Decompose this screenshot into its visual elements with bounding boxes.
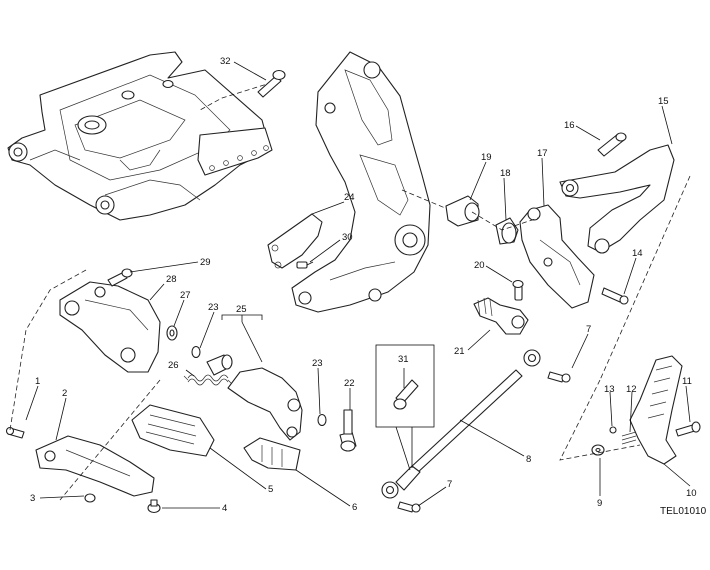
frame-subframe xyxy=(7,51,273,221)
screw-31 xyxy=(393,379,419,410)
footpeg-bracket-28 xyxy=(59,281,161,373)
callout-7-upper: 7 xyxy=(586,324,591,335)
callout-24: 24 xyxy=(344,192,355,203)
callout-18: 18 xyxy=(500,168,511,179)
ball-13 xyxy=(609,426,617,434)
callout-6: 6 xyxy=(352,502,357,513)
callout-2: 2 xyxy=(62,388,67,399)
right-assembly-axis xyxy=(559,175,691,461)
callout-25: 25 xyxy=(236,304,247,315)
callout-12: 12 xyxy=(626,384,637,395)
callout-26: 26 xyxy=(168,360,179,371)
callout-19: 19 xyxy=(481,152,492,163)
bolt-16 xyxy=(597,132,627,157)
washer-27 xyxy=(166,325,178,341)
washer-23-left xyxy=(191,345,201,359)
screw-20 xyxy=(512,279,524,301)
screw-3 xyxy=(84,493,96,503)
passenger-peg-10 xyxy=(629,355,683,465)
bracket-17-axis xyxy=(471,211,539,231)
callout-5: 5 xyxy=(268,484,273,495)
frame-bolt-axis xyxy=(199,79,281,111)
callout-labels: 1 2 3 4 5 6 7 7 8 9 10 11 12 13 14 15 16… xyxy=(30,56,697,514)
bushing-18 xyxy=(495,217,519,245)
callout-8: 8 xyxy=(526,454,531,465)
callout-17: 17 xyxy=(537,148,548,159)
screw-7-lower xyxy=(397,501,421,513)
callout-16: 16 xyxy=(564,120,575,131)
callout-30: 30 xyxy=(342,232,353,243)
main-bracket xyxy=(291,51,431,313)
callout-31: 31 xyxy=(398,354,409,365)
heel-guard-24 xyxy=(267,213,323,269)
detail-box-31-leaders xyxy=(395,426,413,471)
callout-1: 1 xyxy=(35,376,40,387)
left-lower-axis xyxy=(59,379,161,501)
passenger-bracket-15 xyxy=(559,144,675,254)
callout-22: 22 xyxy=(344,378,355,389)
callout-3: 3 xyxy=(30,493,35,504)
rod-8 xyxy=(381,349,541,499)
bolt-32 xyxy=(257,69,286,98)
callout-7-lower: 7 xyxy=(447,479,452,490)
spring-12 xyxy=(621,431,637,445)
pedal-arm-25 xyxy=(227,367,303,441)
bracket-17 xyxy=(519,204,595,309)
callout-4: 4 xyxy=(222,503,227,514)
callout-32: 32 xyxy=(220,56,231,67)
callout-29: 29 xyxy=(200,257,211,268)
left-assembly-axis xyxy=(9,269,87,431)
spring-26 xyxy=(183,374,233,386)
washer-23-right xyxy=(317,413,327,427)
pin-1 xyxy=(5,426,25,439)
callout-28: 28 xyxy=(166,274,177,285)
bracket-axis xyxy=(401,189,451,211)
footpeg-2 xyxy=(35,435,155,497)
rubber-6 xyxy=(243,437,301,471)
callout-21: 21 xyxy=(454,346,465,357)
callout-14: 14 xyxy=(632,248,643,259)
screw-7-upper xyxy=(547,371,571,383)
drawing-reference-code: TEL01010 xyxy=(660,506,707,517)
bushing-19 xyxy=(445,195,480,227)
pin-22 xyxy=(339,409,357,452)
pin-11 xyxy=(675,421,701,437)
screw-30 xyxy=(296,261,314,269)
bolt-14 xyxy=(601,287,629,305)
detail-box-31 xyxy=(375,344,435,428)
callout-15: 15 xyxy=(658,96,669,107)
bushing-25 xyxy=(206,354,233,376)
screw-4 xyxy=(147,499,161,514)
callout-10: 10 xyxy=(686,488,697,499)
callout-20: 20 xyxy=(474,260,485,271)
callout-23-right: 23 xyxy=(312,358,323,369)
leader-lines xyxy=(25,61,691,509)
callout-9: 9 xyxy=(597,498,602,509)
callout-11: 11 xyxy=(682,376,692,387)
footpeg-plate-5 xyxy=(131,404,215,457)
screw-29 xyxy=(107,268,133,287)
callout-23-left: 23 xyxy=(208,302,219,313)
joint-21 xyxy=(473,297,529,335)
callout-27: 27 xyxy=(180,290,191,301)
callout-13: 13 xyxy=(604,384,615,395)
